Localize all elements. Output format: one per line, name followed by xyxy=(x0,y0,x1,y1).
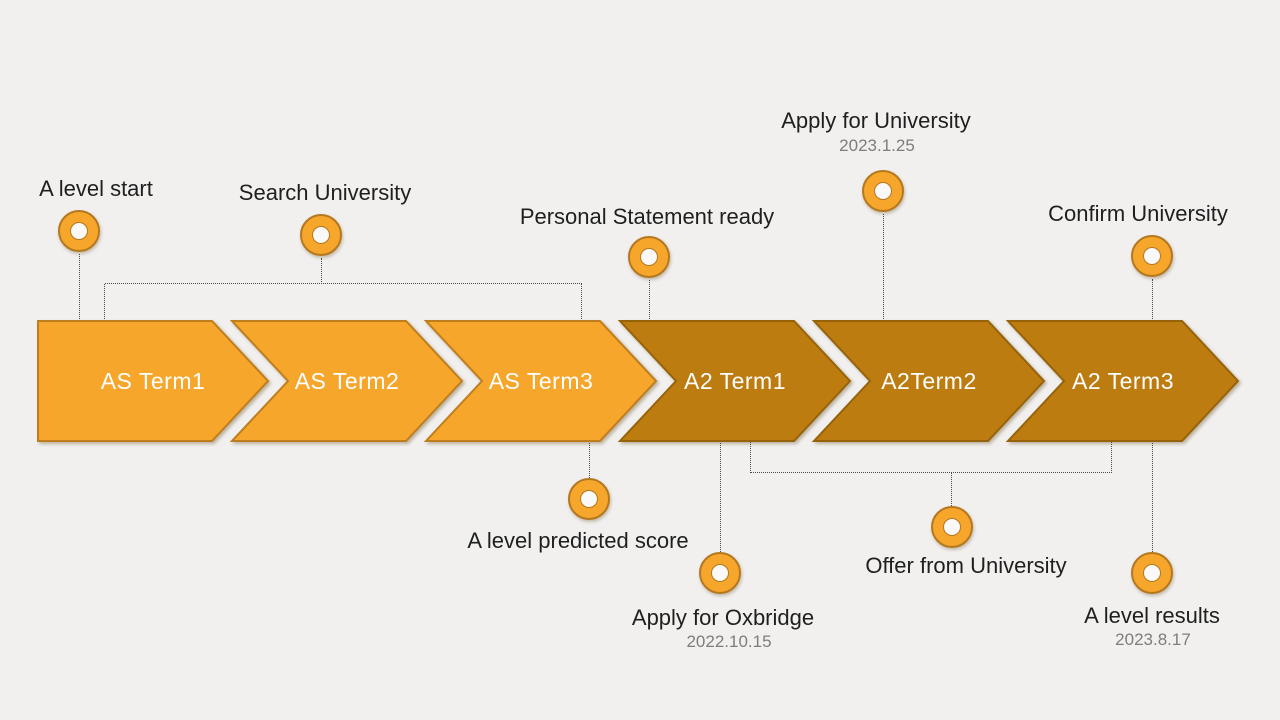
connector-personal-statement xyxy=(649,280,650,321)
marker-search-university xyxy=(300,214,342,256)
marker-offer-university xyxy=(931,506,973,548)
marker-hole xyxy=(711,564,729,582)
milestone-label-search-university: Search University xyxy=(238,180,412,205)
stage-label-as-term2: AS Term2 xyxy=(294,367,400,394)
connector-apply-oxbridge xyxy=(720,441,721,552)
stage-label-a2-term3: A2 Term3 xyxy=(1071,367,1174,394)
marker-predicted-score xyxy=(568,478,610,520)
connector-search-university xyxy=(321,258,322,284)
marker-hole xyxy=(874,182,892,200)
marker-confirm-university xyxy=(1131,235,1173,277)
milestone-label-a-level-results: A level results xyxy=(1084,603,1220,628)
marker-hole xyxy=(640,248,658,266)
stage-chevron-a2-term2 xyxy=(811,320,1046,442)
milestone-label-confirm-university: Confirm University xyxy=(1048,201,1228,226)
marker-apply-university xyxy=(862,170,904,212)
bracket-bottom-right-drop xyxy=(1111,441,1112,473)
marker-hole xyxy=(1143,564,1161,582)
milestone-label-a-level-start: A level start xyxy=(39,176,153,201)
marker-a-level-start xyxy=(58,210,100,252)
connector-a-level-results xyxy=(1152,441,1153,552)
bracket-top-horizontal xyxy=(105,283,582,284)
connector-offer-university xyxy=(951,473,952,506)
bracket-bottom-horizontal xyxy=(751,472,1112,473)
stage-label-a2-term1: A2 Term1 xyxy=(683,367,786,394)
milestone-date-apply-university: 2023.1.25 xyxy=(839,136,915,155)
marker-a-level-results xyxy=(1131,552,1173,594)
stage-chevron-as-term2 xyxy=(229,320,464,442)
marker-hole xyxy=(580,490,598,508)
connector-predicted-score xyxy=(589,441,590,478)
milestone-label-apply-oxbridge: Apply for Oxbridge xyxy=(631,605,815,630)
stage-chevron-a2-term3 xyxy=(1005,320,1240,442)
stage-label-a2-term2: A2Term2 xyxy=(881,367,977,394)
stage-chevron-as-term1 xyxy=(37,320,270,442)
milestone-label-personal-statement: Personal Statement ready xyxy=(519,204,775,229)
stage-label-as-term1: AS Term1 xyxy=(100,367,206,394)
milestone-date-a-level-results: 2023.8.17 xyxy=(1115,630,1191,649)
marker-hole xyxy=(70,222,88,240)
connector-confirm-university xyxy=(1152,279,1153,321)
marker-hole xyxy=(312,226,330,244)
milestone-label-apply-university: Apply for University xyxy=(781,108,971,133)
bracket-top-right-drop xyxy=(581,284,582,321)
milestone-date-apply-oxbridge: 2022.10.15 xyxy=(686,632,772,651)
milestone-label-offer-university: Offer from University xyxy=(865,553,1067,578)
stage-chevron-as-term3 xyxy=(423,320,658,442)
marker-personal-statement xyxy=(628,236,670,278)
bracket-top-left-drop xyxy=(104,284,105,321)
marker-hole xyxy=(1143,247,1161,265)
marker-apply-oxbridge xyxy=(699,552,741,594)
marker-hole xyxy=(943,518,961,536)
stage-chevron-a2-term1 xyxy=(617,320,852,442)
bracket-bottom-left-drop xyxy=(750,441,751,473)
milestone-label-predicted-score: A level predicted score xyxy=(467,528,689,553)
connector-apply-university xyxy=(883,214,884,321)
connector-a-level-start xyxy=(79,254,80,321)
stage-label-as-term3: AS Term3 xyxy=(488,367,594,394)
